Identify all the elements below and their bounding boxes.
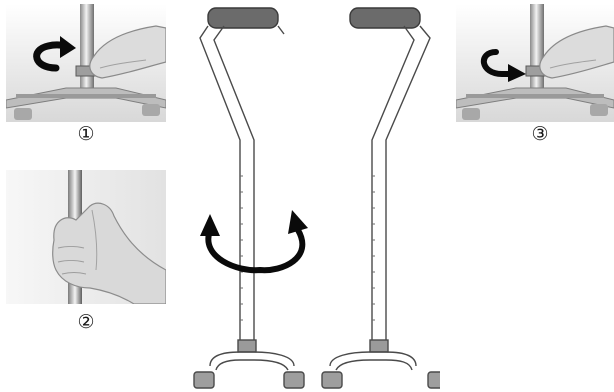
cane-left: [194, 8, 304, 388]
step-3-marker: ③: [520, 124, 560, 144]
step-2-photo: [6, 170, 166, 304]
center-illustration: [180, 0, 440, 392]
step-3-photo: [456, 4, 614, 122]
cane-right: [322, 8, 440, 388]
step-1-photo: [6, 4, 166, 122]
step-1-marker: ①: [66, 124, 106, 144]
curved-arrow-clockwise-icon: [478, 48, 528, 82]
step-2-marker: ②: [66, 312, 106, 332]
curved-arrow-counterclockwise-icon: [26, 36, 78, 72]
